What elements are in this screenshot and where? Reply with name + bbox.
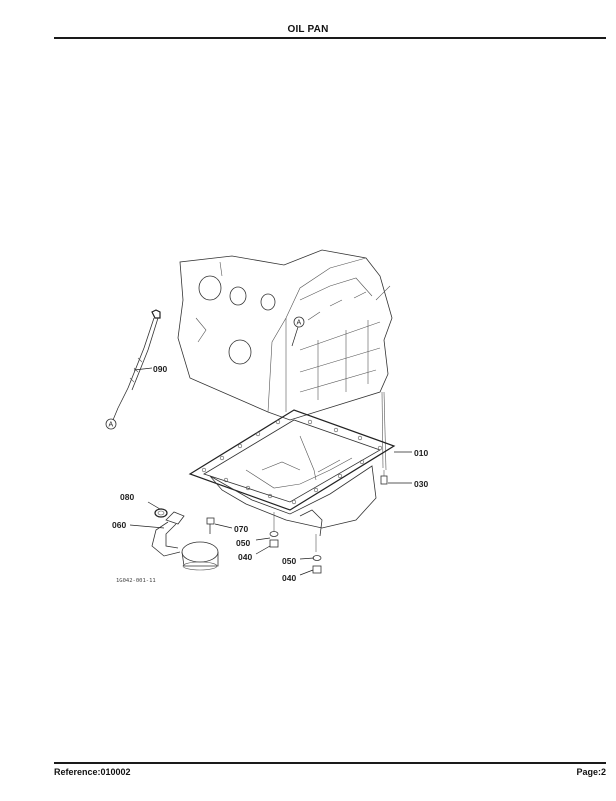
callout-090: 090	[153, 364, 167, 374]
callout-050-a: 050	[236, 538, 250, 548]
drain-plug-set-a	[269, 512, 279, 548]
callout-070: 070	[234, 524, 248, 534]
svg-text:A: A	[109, 422, 114, 429]
callout-040-a: 040	[238, 552, 252, 562]
o-ring-080	[154, 508, 168, 518]
callout-040-b: 040	[282, 573, 296, 583]
footer-rule	[54, 762, 606, 764]
oil-pan	[188, 409, 396, 529]
callout-050-b: 050	[282, 556, 296, 566]
drain-plug-set-b	[299, 509, 323, 574]
header-rule	[54, 37, 606, 39]
callout-030: 030	[414, 479, 428, 489]
engine-block	[177, 249, 393, 471]
page-title: OIL PAN	[287, 24, 329, 35]
figure-code: 1G042-001-11	[116, 578, 156, 584]
svg-text:A: A	[297, 320, 302, 327]
oil-strainer	[151, 511, 219, 571]
footer-page-number: Page:2	[576, 767, 606, 777]
callout-010: 010	[414, 448, 428, 458]
callout-080: 080	[120, 492, 134, 502]
dipstick: A	[105, 309, 161, 430]
bolt-070	[206, 517, 215, 534]
reference-marker-a-engine: A	[291, 316, 305, 347]
callout-060: 060	[112, 520, 126, 530]
bolt-030	[380, 470, 388, 485]
footer-reference: Reference:010002	[54, 767, 131, 777]
